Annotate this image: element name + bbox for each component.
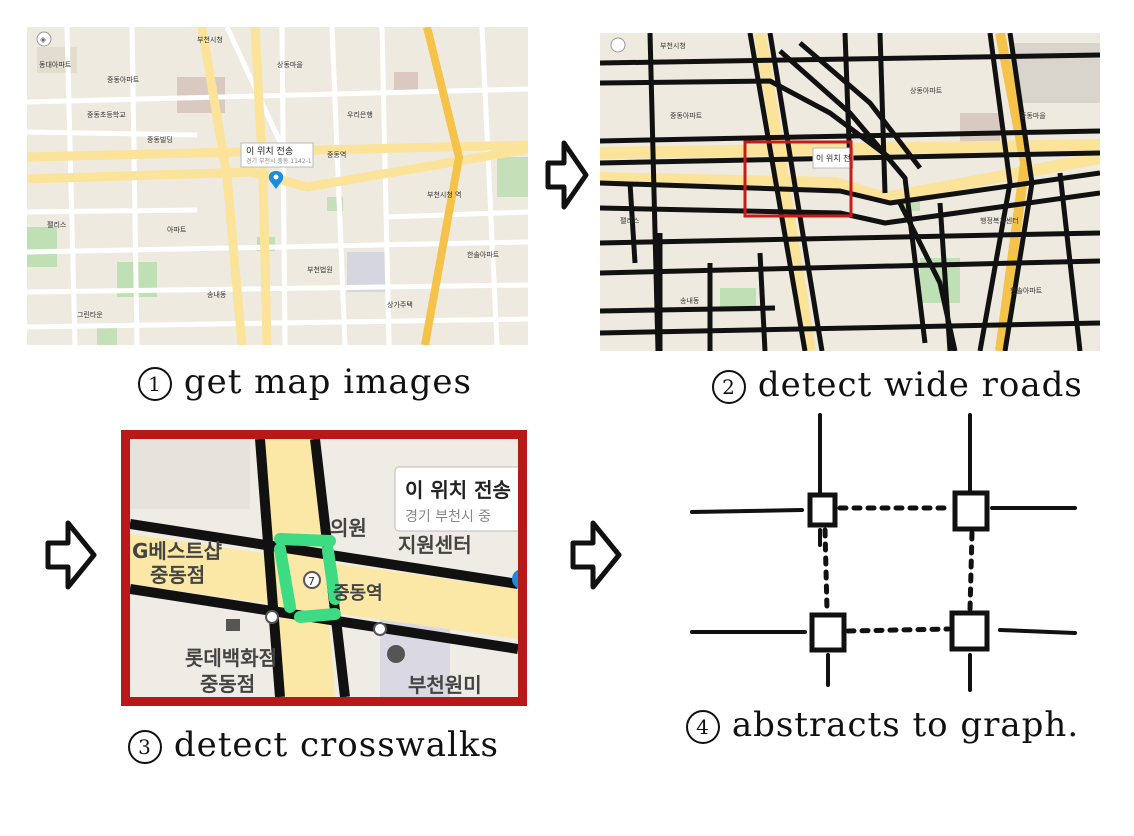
svg-text:행정복지센터: 행정복지센터 (980, 216, 1019, 225)
svg-text:동대아파트: 동대아파트 (39, 60, 72, 69)
svg-text:중동마을: 중동마을 (1020, 111, 1046, 120)
svg-text:의원: 의원 (330, 516, 367, 540)
location-popup (394, 466, 518, 532)
svg-text:롯데백화점: 롯데백화점 (185, 646, 277, 670)
svg-text:팰리스: 팰리스 (47, 220, 67, 229)
arrow-right-icon (545, 140, 589, 210)
step-3-caption: 3 detect crosswalks (128, 725, 499, 765)
abstract-graph (690, 413, 1077, 692)
svg-text:우리은행: 우리은행 (347, 110, 373, 119)
svg-text:중동빌딩: 중동빌딩 (147, 135, 173, 144)
step-label-3: detect crosswalks (173, 725, 499, 765)
popup-subtitle: 경기 부천시 중 (405, 509, 491, 525)
step-number-4: 4 (686, 710, 720, 744)
arrow-right-icon (45, 520, 97, 590)
svg-text:상가주택: 상가주택 (387, 300, 413, 309)
svg-text:팰리스: 팰리스 (620, 216, 640, 225)
step-label-2: detect wide roads (757, 365, 1083, 405)
svg-text:중동아파트: 중동아파트 (107, 75, 140, 84)
svg-text:중동점: 중동점 (200, 672, 255, 696)
svg-text:상동아파트: 상동아파트 (910, 86, 943, 95)
svg-text:부천시청 역: 부천시청 역 (427, 190, 461, 199)
svg-text:부천원미: 부천원미 (408, 673, 482, 697)
svg-text:아파트: 아파트 (167, 225, 187, 234)
svg-text:지원센터: 지원센터 (398, 533, 472, 557)
step-number-3: 3 (128, 730, 162, 764)
svg-text:G베스트샵: G베스트샵 (132, 539, 223, 563)
crosswalk-marker (274, 533, 341, 623)
svg-text:중동초등학교: 중동초등학교 (87, 110, 126, 119)
popup-subtitle: 경기 부천시 중동 1142-1 (246, 157, 312, 165)
step-label-4: abstracts to graph. (731, 705, 1080, 745)
step-1-caption: 1 get map images (138, 362, 472, 402)
svg-text:중동역: 중동역 (327, 150, 346, 159)
popup-title: 이 위치 전송 (246, 145, 293, 157)
svg-text:7: 7 (308, 575, 315, 588)
step-4-caption: 4 abstracts to graph. (686, 705, 1079, 745)
svg-text:중동역: 중동역 (333, 583, 383, 604)
crosswalk-zoom-map: 7 G베스트샵 중동점 롯데백화점 중동점 중동역 지원센터 부천원미 의원 이… (130, 439, 518, 697)
step-label-1: get map images (183, 362, 472, 402)
svg-text:한솔아파트: 한솔아파트 (1010, 286, 1043, 295)
location-pin-icon (268, 171, 284, 189)
svg-text:중동점: 중동점 (150, 563, 205, 587)
crosswalk-panel: 7 G베스트샵 중동점 롯데백화점 중동점 중동역 지원센터 부천원미 의원 이… (121, 430, 527, 706)
step-2-caption: 2 detect wide roads (712, 365, 1083, 405)
popup-title: 이 위치 전 (816, 153, 851, 163)
arrow-right-icon (570, 520, 622, 590)
svg-text:그린타운: 그린타운 (77, 310, 103, 319)
highlight-box (743, 140, 853, 218)
svg-text:송내동: 송내동 (680, 296, 700, 305)
svg-text:부천시청: 부천시청 (660, 41, 686, 50)
svg-text:부천법원: 부천법원 (307, 265, 333, 274)
svg-text:송내동: 송내동 (207, 290, 227, 299)
popup-title: 이 위치 전송 (405, 478, 511, 502)
svg-text:상동마을: 상동마을 (277, 60, 303, 69)
svg-text:중동아파트: 중동아파트 (670, 111, 703, 120)
step-number-1: 1 (138, 367, 172, 401)
step-number-2: 2 (712, 370, 746, 404)
svg-text:한솔아파트: 한솔아파트 (467, 250, 500, 259)
svg-text:부천시청: 부천시청 (197, 35, 223, 44)
svg-text:◈: ◈ (40, 35, 47, 44)
